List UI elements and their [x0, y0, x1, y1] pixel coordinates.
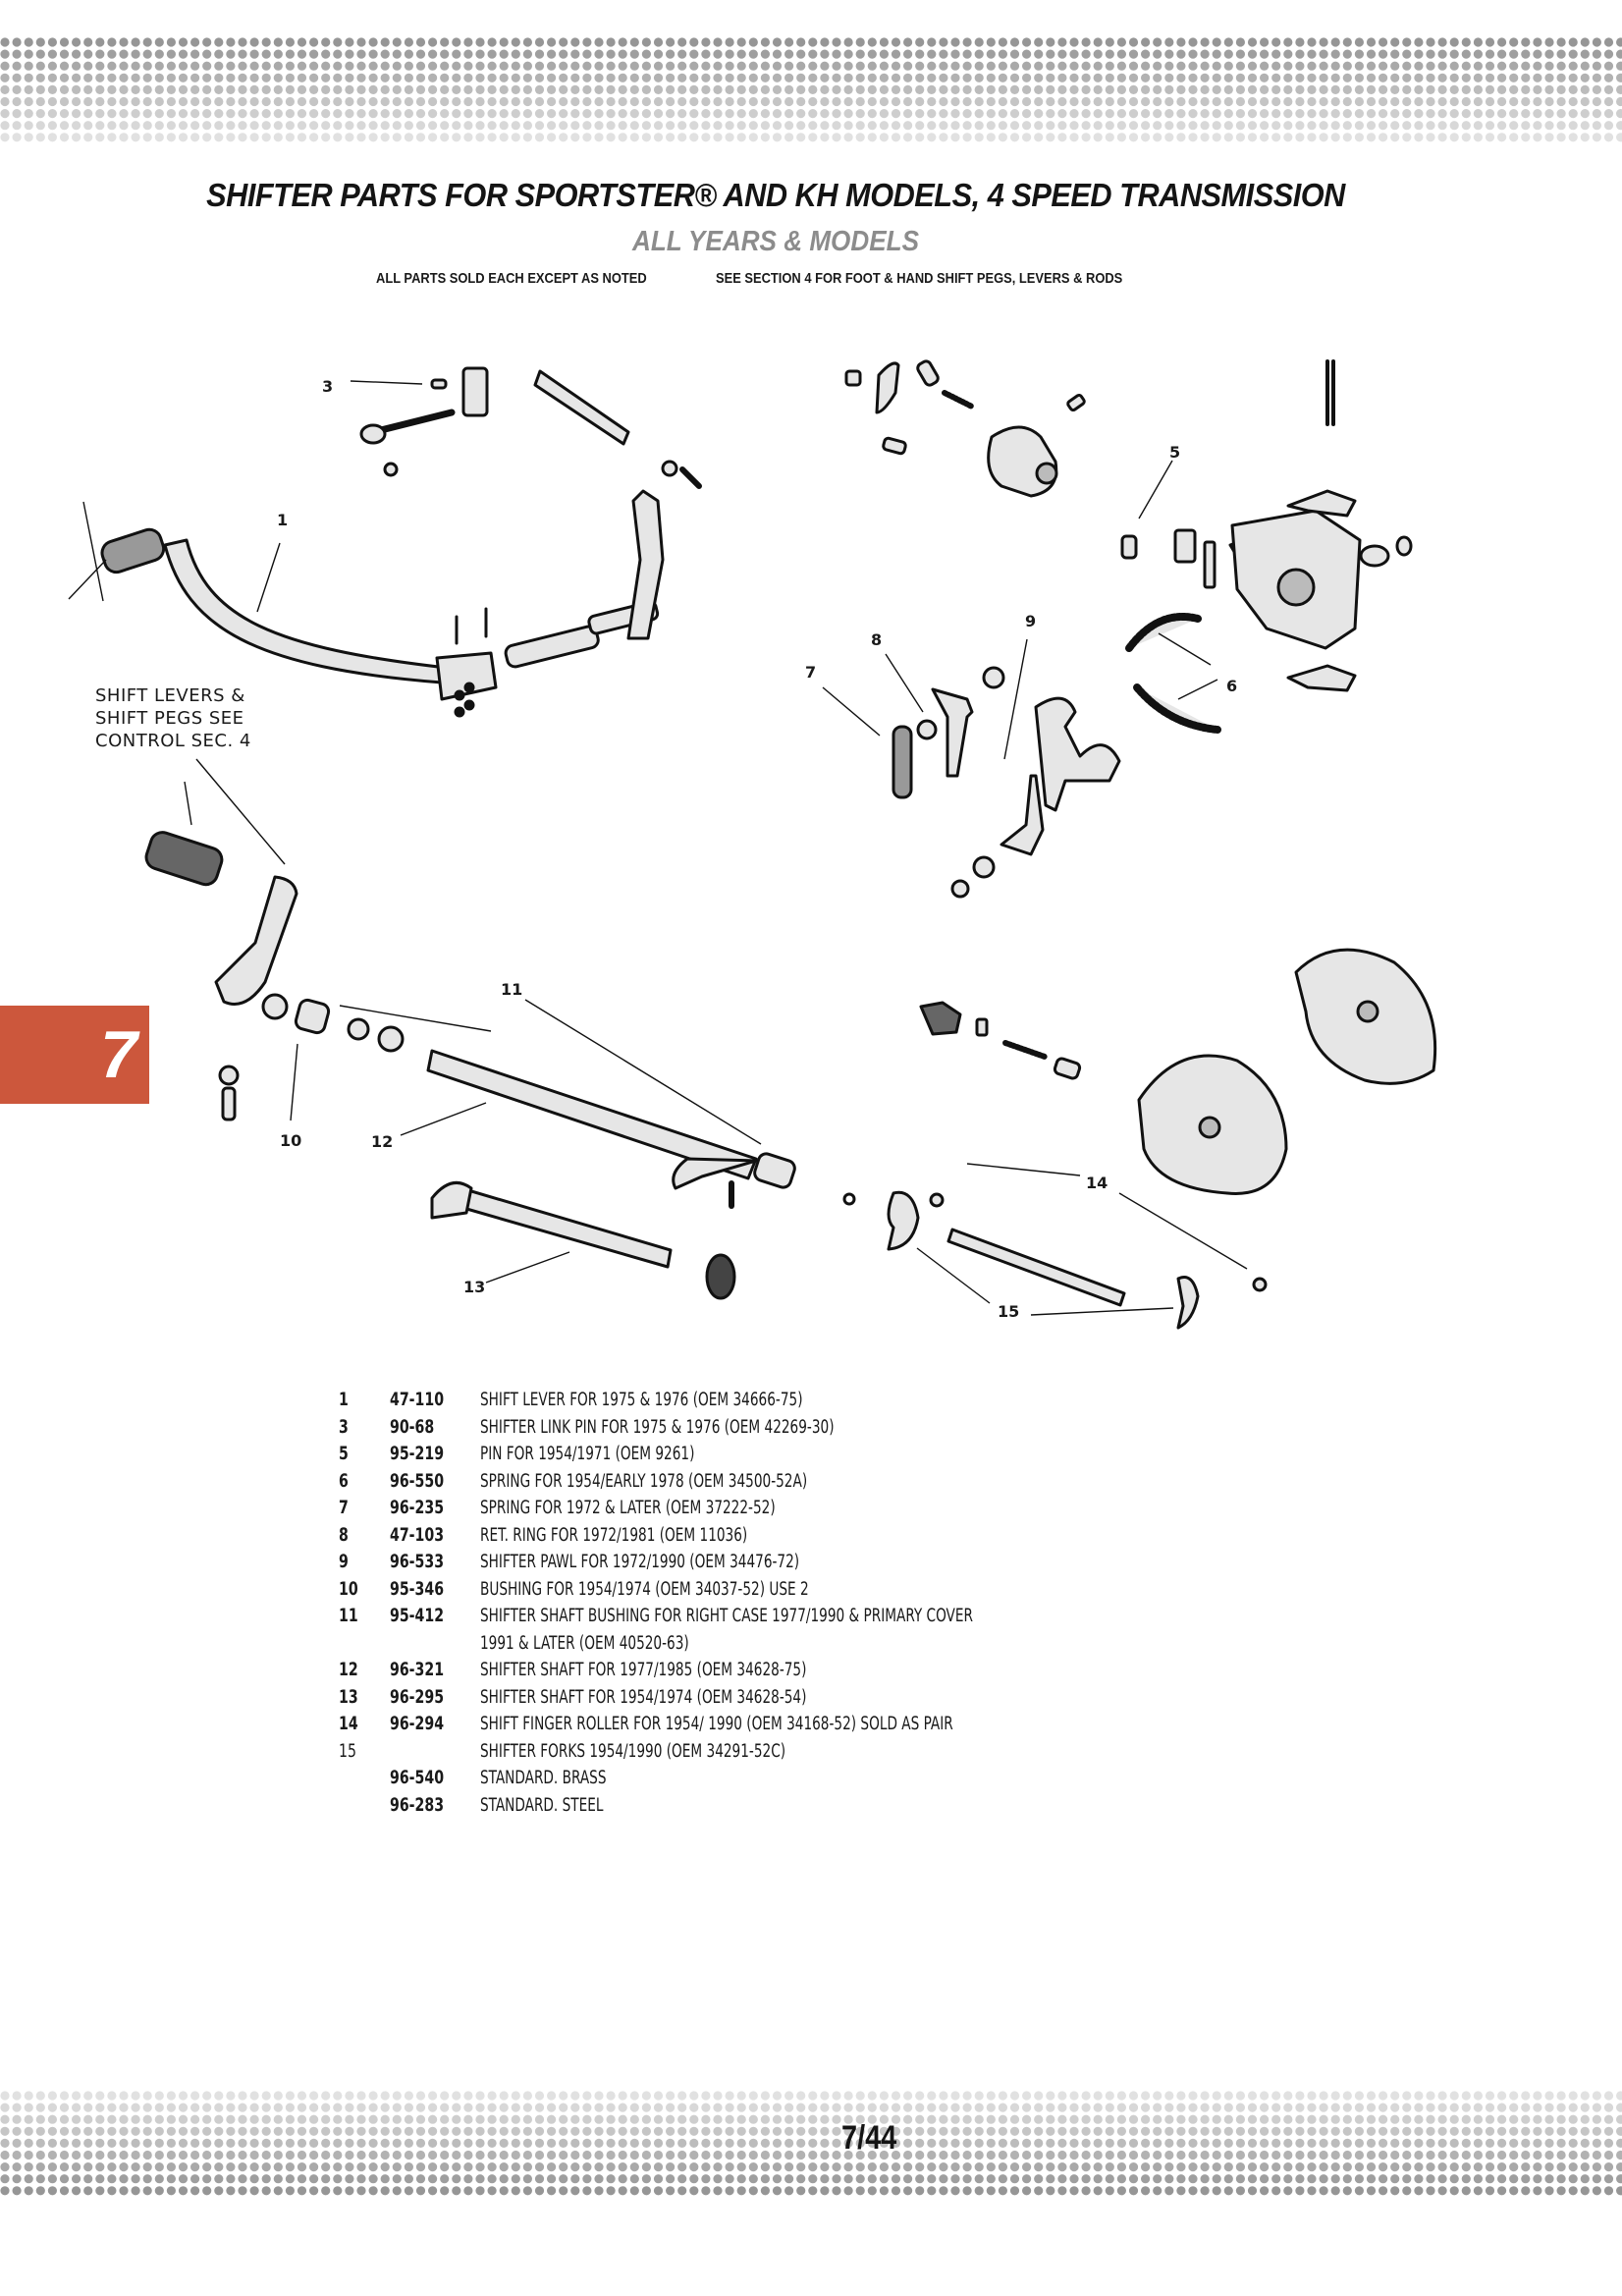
part-number: 47-110	[390, 1390, 445, 1410]
part-pawl-cluster	[892, 666, 1121, 899]
part-description: STANDARD. BRASS	[480, 1768, 607, 1788]
callout-6: 6	[1226, 677, 1237, 695]
part-shift-lever	[100, 489, 665, 718]
callout-labels: 3 1 5 6 7 8 9 10 11 12 13 14 15	[277, 377, 1237, 1321]
part-description: SHIFTER SHAFT BUSHING FOR RIGHT CASE 197…	[480, 1606, 973, 1626]
item-number: 12	[339, 1660, 358, 1680]
part-description: SHIFTER LINK PIN FOR 1975 & 1976 (OEM 42…	[480, 1416, 835, 1438]
section-tab[interactable]: 7	[0, 1006, 149, 1104]
callout-10: 10	[280, 1131, 301, 1150]
item-number: 1	[339, 1390, 349, 1410]
part-description: BUSHING FOR 1954/1974 (OEM 34037-52) USE…	[480, 1578, 809, 1600]
part-description: SPRING FOR 1954/EARLY 1978 (OEM 34500-52…	[480, 1470, 808, 1492]
item-number: 13	[339, 1686, 358, 1708]
item-number: 15	[339, 1740, 357, 1762]
item-number: 3	[339, 1416, 349, 1438]
callout-15: 15	[998, 1302, 1019, 1321]
callout-11: 11	[501, 980, 522, 999]
part-shifter-drum-cluster	[842, 948, 1437, 1330]
callout-13: 13	[463, 1278, 485, 1296]
part-number: 96-294	[390, 1714, 445, 1734]
callout-7: 7	[805, 663, 816, 682]
part-shifter-housing-cluster	[844, 359, 1413, 734]
item-number: 5	[339, 1444, 349, 1464]
callout-5: 5	[1169, 443, 1180, 462]
part-description: SHIFTER SHAFT FOR 1954/1974 (OEM 34628-5…	[480, 1686, 807, 1708]
page-subtitle: ALL YEARS & MODELS	[632, 226, 919, 257]
item-number: 11	[339, 1606, 358, 1626]
part-number: 95-412	[390, 1606, 445, 1626]
section-tab-label: 7	[100, 1017, 137, 1092]
part-number: 96-321	[390, 1660, 445, 1680]
part-number: 95-219	[390, 1444, 445, 1464]
part-description: SHIFTER PAWL FOR 1972/1990 (OEM 34476-72…	[480, 1552, 800, 1572]
part-description: 1991 & LATER (OEM 40520-63)	[480, 1632, 689, 1654]
part-description: SPRING FOR 1972 & LATER (OEM 37222-52)	[480, 1498, 776, 1518]
callout-8: 8	[871, 630, 882, 649]
callout-12: 12	[371, 1132, 393, 1151]
part-number: 95-346	[390, 1578, 445, 1600]
page-title: SHIFTER PARTS FOR SPORTSTER® AND KH MODE…	[206, 177, 1345, 213]
part-number: 96-283	[390, 1794, 445, 1816]
part-link-pin-assembly	[359, 366, 702, 489]
part-number: 96-295	[390, 1686, 445, 1708]
part-description: STANDARD. STEEL	[480, 1794, 604, 1816]
part-number: 90-68	[390, 1416, 435, 1438]
part-description: SHIFT LEVER FOR 1975 & 1976 (OEM 34666-7…	[480, 1390, 803, 1410]
item-number: 10	[339, 1578, 358, 1600]
item-number: 14	[339, 1714, 358, 1734]
part-number: 96-235	[390, 1498, 445, 1518]
page-number: 7/44	[841, 2119, 897, 2157]
footer-dot-pattern	[0, 2090, 1622, 2196]
part-description: SHIFTER SHAFT FOR 1977/1985 (OEM 34628-7…	[480, 1660, 807, 1680]
part-description: SHIFT FINGER ROLLER FOR 1954/ 1990 (OEM …	[480, 1714, 953, 1734]
part-description: SHIFTER FORKS 1954/1990 (OEM 34291-52C)	[480, 1740, 786, 1762]
item-number: 9	[339, 1552, 349, 1572]
callout-9: 9	[1025, 612, 1036, 630]
item-number: 6	[339, 1470, 349, 1492]
part-shifter-shaft-cluster	[144, 831, 796, 1300]
callout-3: 3	[322, 377, 333, 396]
note-see-section: SEE SECTION 4 FOR FOOT & HAND SHIFT PEGS…	[716, 270, 1123, 287]
part-number: 47-103	[390, 1524, 445, 1546]
part-number: 96-533	[390, 1552, 445, 1572]
part-number: 96-550	[390, 1470, 445, 1492]
note-sold-each: ALL PARTS SOLD EACH EXCEPT AS NOTED	[376, 270, 647, 287]
leader-lines	[68, 380, 1248, 1316]
item-number: 8	[339, 1524, 349, 1546]
item-number: 7	[339, 1498, 349, 1518]
callout-note-shift-levers: SHIFT LEVERS & SHIFT PEGS SEE CONTROL SE…	[95, 685, 251, 751]
header-dot-pattern	[0, 36, 1622, 142]
callout-1: 1	[277, 511, 288, 529]
part-description: PIN FOR 1954/1971 (OEM 9261)	[480, 1444, 695, 1464]
exploded-parts-diagram: 3 1 5 6 7 8 9 10 11 12 13 14 15	[68, 359, 1437, 1330]
part-number: 96-540	[390, 1768, 445, 1788]
part-description: RET. RING FOR 1972/1981 (OEM 11036)	[480, 1524, 748, 1546]
callout-14: 14	[1086, 1174, 1108, 1192]
